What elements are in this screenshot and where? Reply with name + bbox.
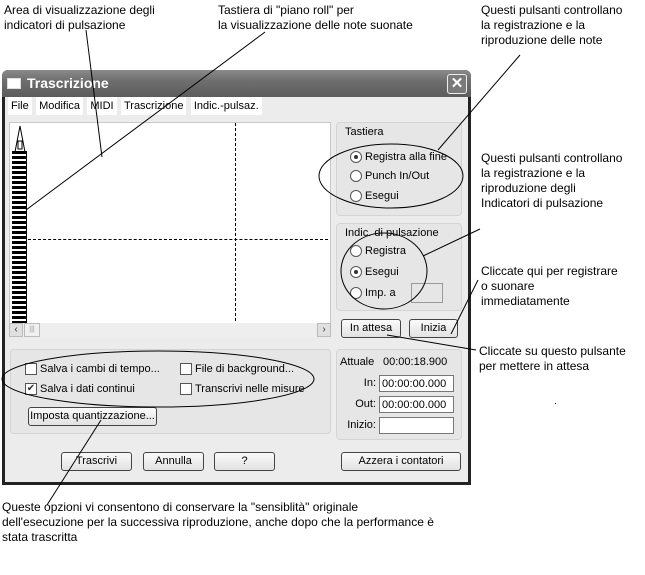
current-time: 00:00:18.900 <box>383 356 448 368</box>
radio-dot[interactable] <box>350 151 362 163</box>
radio-dot[interactable] <box>350 170 362 182</box>
beat-group: Indic. di pulsazione Registra Esegui Imp… <box>336 223 462 311</box>
transcribe-button[interactable]: Trascrivi <box>61 452 132 471</box>
in-label: In: <box>363 377 376 389</box>
window-title: Trascrizione <box>27 75 109 91</box>
out-label: Out: <box>355 398 376 410</box>
radio-esegui-keyboard[interactable]: Esegui <box>350 190 399 202</box>
scroll-thumb[interactable]: ||| <box>24 323 40 337</box>
annotation-note-buttons: Questi pulsanti controllano la registraz… <box>481 3 623 47</box>
checkbox-background-file[interactable]: File di background... <box>180 363 294 375</box>
cancel-button[interactable]: Annulla <box>143 452 204 471</box>
scroll-right-button[interactable]: › <box>317 323 331 337</box>
radio-dot[interactable] <box>350 266 362 278</box>
checkbox-box[interactable] <box>180 383 192 395</box>
annotation-options: Queste opzioni vi consentono di conserva… <box>2 500 434 544</box>
out-time-field[interactable] <box>379 396 454 413</box>
annotation-wait-button: Cliccate su questo pulsante per mettere … <box>479 344 626 373</box>
keyboard-top-marker <box>14 125 26 153</box>
menu-indic-pulsaz[interactable]: Indic.-pulsaz. <box>190 97 262 115</box>
menu-file[interactable]: File <box>8 97 32 115</box>
radio-dot[interactable] <box>350 287 362 299</box>
checkbox-save-continuous-data[interactable]: ✔ Salva i dati continui <box>25 383 135 395</box>
menu-modifica[interactable]: Modifica <box>36 97 84 115</box>
counters-group: Attuale 00:00:18.900 In: Out: Inizio: <box>336 349 462 440</box>
beat-group-label: Indic. di pulsazione <box>345 227 439 239</box>
checkbox-save-tempo-changes[interactable]: Salva i cambi di tempo... <box>25 363 160 375</box>
start-label: Inizio: <box>347 419 376 431</box>
now-line <box>28 239 328 240</box>
horizontal-scrollbar[interactable]: ‹ ||| › <box>9 323 331 337</box>
help-button[interactable]: ? <box>214 452 275 471</box>
close-button[interactable]: ✕ <box>447 74 467 94</box>
checkbox-box[interactable] <box>25 363 37 375</box>
beat-marker-line <box>235 123 236 326</box>
annotation-start-button: Cliccate qui per registrare o suonare im… <box>481 264 618 308</box>
keyboard-group-label: Tastiera <box>345 126 384 138</box>
stray-dot <box>555 403 556 404</box>
imp-a-field[interactable] <box>411 283 443 303</box>
radio-label: Esegui <box>365 190 399 202</box>
current-label: Attuale <box>340 356 375 368</box>
checkmark-icon: ✔ <box>26 383 36 394</box>
checkbox-label: Transcrivi nelle misure <box>195 383 305 395</box>
checkbox-label: Salva i cambi di tempo... <box>40 363 160 375</box>
options-group: Salva i cambi di tempo... File di backgr… <box>10 349 331 434</box>
title-bar[interactable]: Trascrizione ✕ <box>2 70 471 97</box>
set-quantization-button[interactable]: Imposta quantizzazione... <box>28 407 157 426</box>
annotation-piano-roll: Tastiera di "piano roll" per la visualiz… <box>218 3 413 32</box>
radio-registra-beat[interactable]: Registra <box>350 245 406 257</box>
radio-punch-in-out[interactable]: Punch In/Out <box>350 170 429 182</box>
scroll-left-button[interactable]: ‹ <box>9 323 23 337</box>
radio-label: Punch In/Out <box>365 170 430 182</box>
annotation-beat-buttons: Questi pulsanti controllano la registraz… <box>481 151 623 210</box>
radio-dot[interactable] <box>350 245 362 257</box>
piano-keyboard[interactable] <box>12 151 27 327</box>
checkbox-label: Salva i dati continui <box>40 383 135 395</box>
chevron-left-icon: ‹ <box>14 324 18 335</box>
annotation-beat-area: Area di visualizzazione degli indicatori… <box>4 3 155 32</box>
in-time-field[interactable] <box>379 375 454 392</box>
menu-trascrizione[interactable]: Trascrizione <box>120 97 187 115</box>
window-icon <box>7 78 21 89</box>
wait-button[interactable]: In attesa <box>341 319 401 338</box>
start-time-field[interactable] <box>379 417 454 434</box>
radio-dot[interactable] <box>350 190 362 202</box>
piano-roll-area[interactable] <box>9 122 331 336</box>
reset-counters-button[interactable]: Azzera i contatori <box>341 452 461 471</box>
checkbox-box[interactable]: ✔ <box>25 383 37 395</box>
menu-midi[interactable]: MIDI <box>87 97 117 115</box>
menu-bar: File Modifica MIDI Trascrizione Indic.-p… <box>5 97 468 115</box>
chevron-right-icon: › <box>322 324 326 335</box>
radio-label: Registra alla fine <box>365 151 447 163</box>
radio-label: Esegui <box>365 266 399 278</box>
transcription-dialog: Trascrizione ✕ File Modifica MIDI Trascr… <box>2 70 471 485</box>
radio-label: Imp. a <box>365 287 396 299</box>
start-button[interactable]: Inizia <box>409 319 458 338</box>
checkbox-box[interactable] <box>180 363 192 375</box>
checkbox-transcribe-in-measures[interactable]: Transcrivi nelle misure <box>180 383 305 395</box>
keyboard-group: Tastiera Registra alla fine Punch In/Out… <box>336 122 462 216</box>
radio-registra-alla-fine[interactable]: Registra alla fine <box>350 151 447 163</box>
close-icon: ✕ <box>450 75 464 92</box>
radio-imp-a[interactable]: Imp. a <box>350 287 396 299</box>
dialog-client: File Modifica MIDI Trascrizione Indic.-p… <box>5 97 468 482</box>
radio-esegui-beat[interactable]: Esegui <box>350 266 399 278</box>
checkbox-label: File di background... <box>195 363 295 375</box>
radio-label: Registra <box>365 245 406 257</box>
